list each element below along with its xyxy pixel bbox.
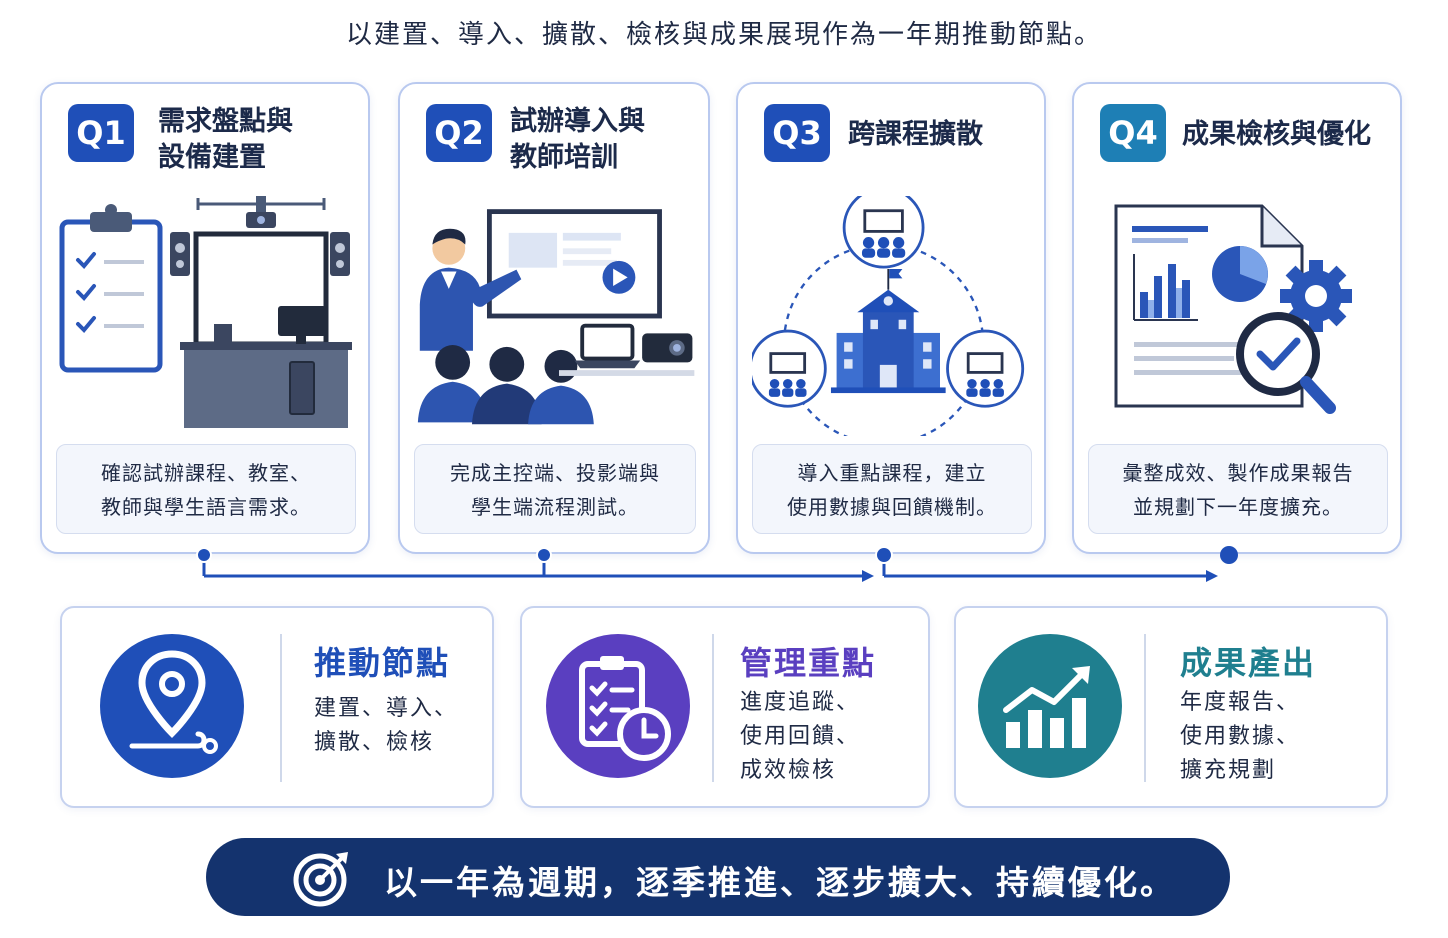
quarter-badge: Q3: [764, 104, 830, 162]
growth-chart-icon: [978, 634, 1122, 778]
quarter-card-q2: Q2 試辦導入與 教師培訓 完成主控端、投影端與 學生端流程測試。: [398, 82, 710, 554]
quarter-card-q3: Q3 跨課程擴散 導入重點課程，建: [736, 82, 1046, 554]
timeline-arrow-icon: [1206, 570, 1218, 582]
quarter-timeline: [196, 546, 1238, 582]
banner-text: 以一年為週期，逐季推進、逐步擴大、持續優化。: [384, 863, 1176, 902]
quarter-description: 彙整成效、製作成果報告 並規劃下一年度擴充。: [1088, 444, 1388, 534]
quarter-title: 跨課程擴散: [848, 119, 983, 150]
quarter-description: 完成主控端、投影端與 學生端流程測試。: [414, 444, 696, 534]
quarter-title: 試辦導入與 教師培訓: [510, 106, 645, 173]
clipboard-clock-icon: [546, 634, 690, 778]
report-analysis-icon: [1114, 204, 1352, 414]
summary-card-milestones: 推動節點 建置、導入、 擴散、檢核: [60, 606, 494, 808]
quarter-card-q1: Q1 需求盤點與 設備建置 確認試辦課程、教室、 教師與學生語言: [40, 82, 370, 554]
quarter-description: 導入重點課程，建立 使用數據與回饋機制。: [752, 444, 1032, 534]
summary-banner: 以一年為週期，逐季推進、逐步擴大、持續優化。: [206, 838, 1230, 916]
campus-network-icon: [752, 196, 1025, 436]
page-title: 以建置、導入、擴散、檢核與成果展現作為一年期推動節點。: [345, 20, 1102, 50]
summary-card-title: 推動節點: [314, 644, 451, 682]
quarter-description: 確認試辦課程、教室、 教師與學生語言需求。: [56, 444, 356, 534]
summary-card-title: 管理重點: [740, 644, 877, 682]
target-icon: [293, 852, 348, 907]
summary-card-management: 管理重點 進度追蹤、 使用回饋、 成效檢核: [520, 606, 930, 808]
summary-card-outcomes: 成果產出 年度報告、 使用數據、 擴充規劃: [954, 606, 1388, 808]
location-pin-icon: [100, 634, 244, 778]
quarter-badge: Q4: [1100, 104, 1166, 162]
teacher-training-icon: [417, 209, 695, 425]
quarter-card-q4: Q4 成果檢核與優化 彙整成效、製作成果報告: [1072, 82, 1402, 554]
quarter-title: 需求盤點與 設備建置: [158, 106, 293, 173]
summary-card-lines: 年度報告、 使用數據、 擴充規劃: [1180, 690, 1301, 783]
summary-card-lines: 建置、導入、 擴散、檢核: [314, 696, 459, 755]
quarter-title: 成果檢核與優化: [1182, 119, 1371, 150]
summary-card-title: 成果產出: [1180, 644, 1317, 682]
quarter-badge: Q2: [426, 104, 492, 162]
summary-card-lines: 進度追蹤、 使用回饋、 成效檢核: [740, 690, 861, 783]
quarter-badge: Q1: [68, 104, 134, 162]
classroom-setup-icon: [59, 196, 352, 428]
timeline-arrow-icon: [862, 570, 874, 582]
